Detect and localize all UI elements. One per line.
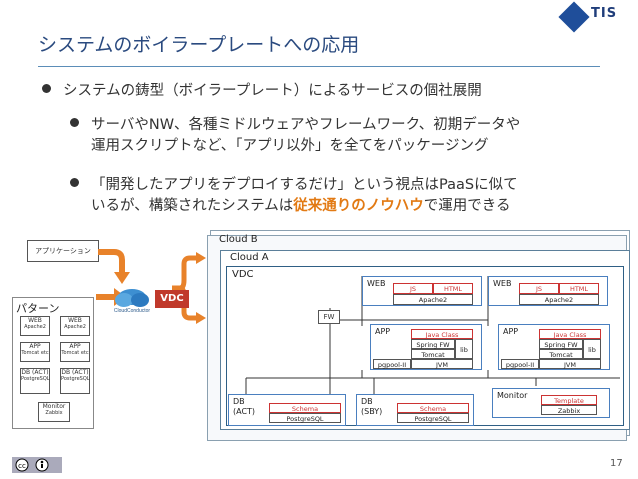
pgpool-tag: pgpool-II bbox=[501, 359, 539, 369]
jvm-tag: JVM bbox=[539, 359, 601, 369]
bullet-dot-icon bbox=[42, 84, 51, 93]
jvm-tag: JVM bbox=[411, 359, 473, 369]
db-sby-server: DB (SBY) Schema PostgreSQL bbox=[356, 394, 474, 426]
fw-box: FW bbox=[318, 310, 340, 324]
zabbix-tag: Zabbix bbox=[541, 405, 597, 415]
html-chip: HTML bbox=[559, 283, 599, 294]
tis-logo-text: TIS bbox=[591, 6, 618, 21]
svg-text:CloudConductor: CloudConductor bbox=[114, 308, 150, 314]
bullet-2: サーバやNW、各種ミドルウェアやフレームワーク、初期データや 運用スクリプトなど… bbox=[70, 115, 520, 157]
tomcat-tag: Tomcat bbox=[539, 349, 583, 359]
page-number: 17 bbox=[610, 458, 623, 469]
cloud-a-label: Cloud A bbox=[230, 252, 269, 263]
js-chip: JS bbox=[519, 283, 559, 294]
bullet-dot-icon bbox=[70, 118, 79, 127]
pattern-db-1: DB (ACT)PostgreSQL bbox=[20, 368, 50, 394]
html-chip: HTML bbox=[433, 283, 473, 294]
web-server-b: WEB JS HTML Apache2 bbox=[488, 276, 608, 306]
template-chip: Template bbox=[541, 395, 597, 405]
lib-tag: lib bbox=[583, 339, 601, 359]
lib-tag: lib bbox=[455, 339, 473, 359]
slide-title: システムのボイラープレートへの応用 bbox=[38, 34, 360, 56]
spring-tag: Spring FW bbox=[411, 339, 455, 349]
vdc-label: VDC bbox=[232, 269, 254, 280]
vdc-badge: VDC bbox=[155, 290, 189, 308]
svg-text:cc: cc bbox=[18, 462, 26, 470]
pgpool-tag: pgpool-II bbox=[373, 359, 411, 369]
pattern-label: パターン bbox=[16, 302, 60, 315]
postgresql-tag: PostgreSQL bbox=[269, 413, 341, 423]
db-act-server: DB (ACT) Schema PostgreSQL bbox=[228, 394, 346, 426]
network-lines bbox=[245, 276, 620, 406]
arrow-app-to-vdc-icon bbox=[98, 249, 130, 284]
postgresql-tag: PostgreSQL bbox=[397, 413, 469, 423]
bullet-1: システムの鋳型（ボイラープレート）によるサービスの個社展開 bbox=[42, 81, 482, 102]
apache-tag: Apache2 bbox=[519, 294, 599, 305]
bullet-dot-icon bbox=[70, 178, 79, 187]
schema-chip: Schema bbox=[397, 403, 469, 413]
java-class-chip: Java Class bbox=[539, 329, 601, 339]
monitor-server: Monitor Template Zabbix bbox=[492, 388, 610, 418]
title-divider bbox=[38, 66, 600, 67]
tomcat-tag: Tomcat bbox=[411, 349, 455, 359]
java-class-chip: Java Class bbox=[411, 329, 473, 339]
cc-license-icon: cc bbox=[12, 457, 62, 473]
web-server-a: WEB JS HTML Apache2 bbox=[362, 276, 482, 306]
spring-tag: Spring FW bbox=[539, 339, 583, 349]
app-server-b: APP Java Class Spring FW lib Tomcat pgpo… bbox=[498, 324, 610, 370]
pattern-db-2: DB (ACT)PostgreSQL bbox=[60, 368, 90, 394]
cloud-icon: CloudConductor bbox=[114, 289, 150, 314]
bullet-3: 「開発したアプリをデプロイするだけ」という視点はPaaSに似て いるが、構築され… bbox=[70, 175, 518, 217]
apache-tag: Apache2 bbox=[393, 294, 473, 305]
app-server-a: APP Java Class Spring FW lib Tomcat pgpo… bbox=[370, 324, 482, 370]
application-box: アプリケーション bbox=[27, 240, 99, 262]
tis-logo-mark-icon bbox=[558, 1, 590, 33]
cloud-b-label: Cloud B bbox=[219, 234, 258, 245]
js-chip: JS bbox=[393, 283, 433, 294]
arrow-vdc-split-icon bbox=[172, 252, 206, 324]
schema-chip: Schema bbox=[269, 403, 341, 413]
